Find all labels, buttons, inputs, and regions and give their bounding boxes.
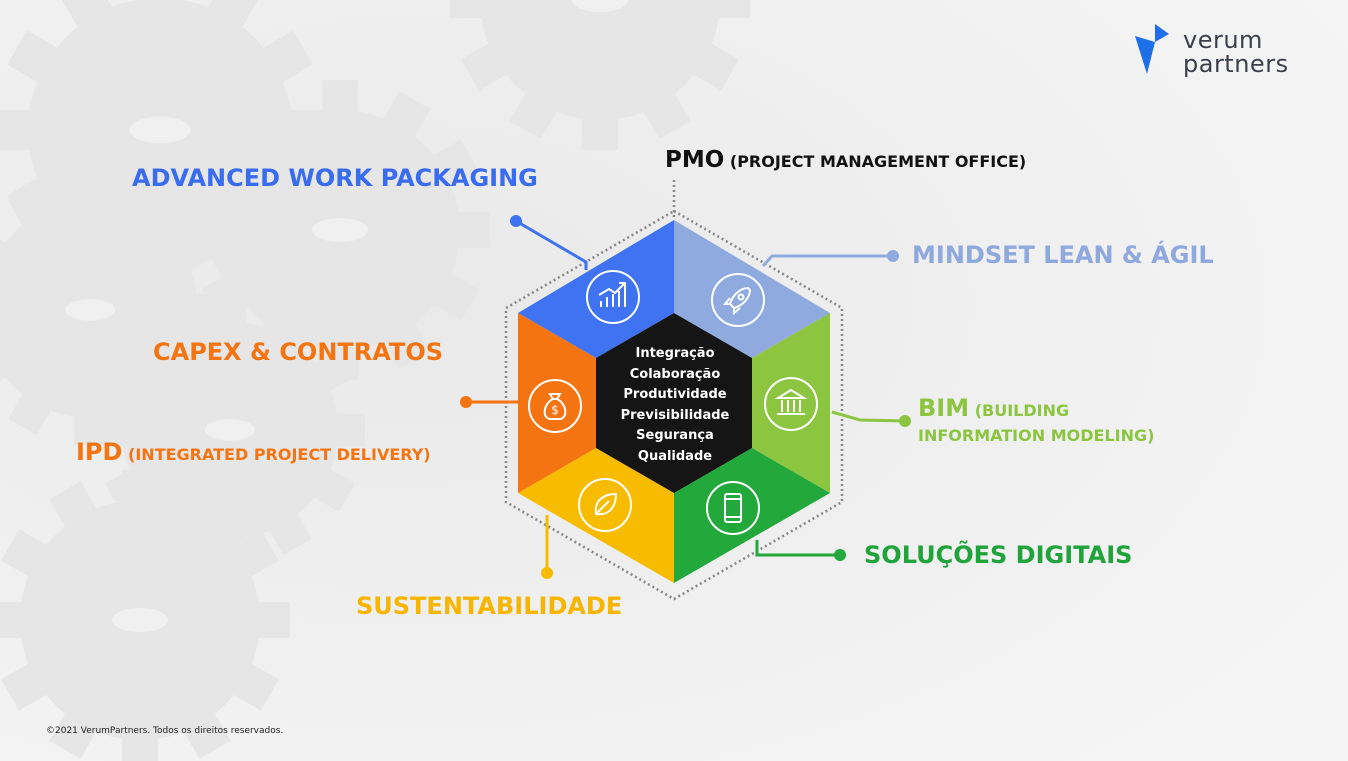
- logo-word-partners: partners: [1183, 50, 1289, 78]
- segment-orange: [518, 313, 596, 493]
- label-ipd-sub: (INTEGRATED PROJECT DELIVERY): [128, 445, 431, 464]
- label-bim-main: BIM: [918, 394, 970, 422]
- verum-partners-logo: verum partners: [1133, 22, 1333, 82]
- label-digital: SOLUÇÕES DIGITAIS: [864, 541, 1133, 569]
- center-values-list: Integração Colaboração Produtividade Pre…: [606, 344, 744, 467]
- segment-light-blue: [674, 220, 830, 358]
- label-pmo: PMO (PROJECT MANAGEMENT OFFICE): [665, 147, 1026, 173]
- logo-mark-icon: [1135, 24, 1169, 74]
- chart-growth-icon: [586, 270, 640, 324]
- svg-text:$: $: [551, 403, 559, 417]
- connector-digital-dot: [834, 549, 846, 561]
- segment-yellow: [518, 448, 674, 583]
- label-pmo-main: PMO: [665, 147, 725, 173]
- connector-capex-dot: [460, 396, 472, 408]
- label-awp: ADVANCED WORK PACKAGING: [132, 164, 538, 192]
- connector-mindset-dot: [887, 250, 899, 262]
- money-bag-icon: $: [528, 379, 582, 433]
- connector-awp: [515, 219, 588, 270]
- label-ipd: IPD (INTEGRATED PROJECT DELIVERY): [76, 438, 431, 466]
- leaf-icon: [578, 478, 632, 532]
- label-sustain: SUSTENTABILIDADE: [356, 592, 623, 620]
- label-bim: BIM (BUILDING INFORMATION MODELING): [918, 396, 1154, 448]
- copyright-text: ©2021 VerumPartners. Todos os direitos r…: [46, 726, 284, 736]
- connector-digital: [755, 540, 840, 557]
- bank-building-icon: [764, 377, 818, 431]
- connector-awp-dot: [510, 215, 522, 227]
- center-word: Colaboração: [629, 366, 721, 382]
- segment-light-green: [752, 313, 830, 493]
- center-hexagon: [596, 313, 752, 493]
- connector-lines: [460, 180, 911, 579]
- label-pmo-sub: (PROJECT MANAGEMENT OFFICE): [729, 152, 1027, 171]
- label-bim-sub2: INFORMATION MODELING): [918, 426, 1155, 445]
- center-word: Segurança: [636, 428, 714, 443]
- label-bim-sub1: (BUILDING: [974, 401, 1070, 420]
- label-ipd-main: IPD: [76, 438, 123, 466]
- outer-hexagon-border: [504, 209, 844, 601]
- segment-blue: [518, 220, 674, 358]
- rocket-icon: [711, 273, 765, 327]
- center-word: Produtividade: [623, 387, 727, 402]
- connector-bim-dot: [899, 415, 911, 427]
- smartphone-icon: [706, 481, 760, 535]
- connector-bim: [831, 410, 906, 423]
- center-word: Integração: [635, 346, 715, 361]
- label-mindset: MINDSET LEAN & ÁGIL: [912, 241, 1214, 269]
- segment-green: [674, 448, 830, 583]
- center-word: Qualidade: [637, 448, 713, 464]
- connector-mindset: [761, 254, 893, 268]
- center-word: Previsibilidade: [620, 407, 730, 423]
- logo-word-verum: verum: [1183, 26, 1263, 54]
- connector-sustain-dot: [541, 567, 553, 579]
- label-capex: CAPEX & CONTRATOS: [153, 338, 444, 366]
